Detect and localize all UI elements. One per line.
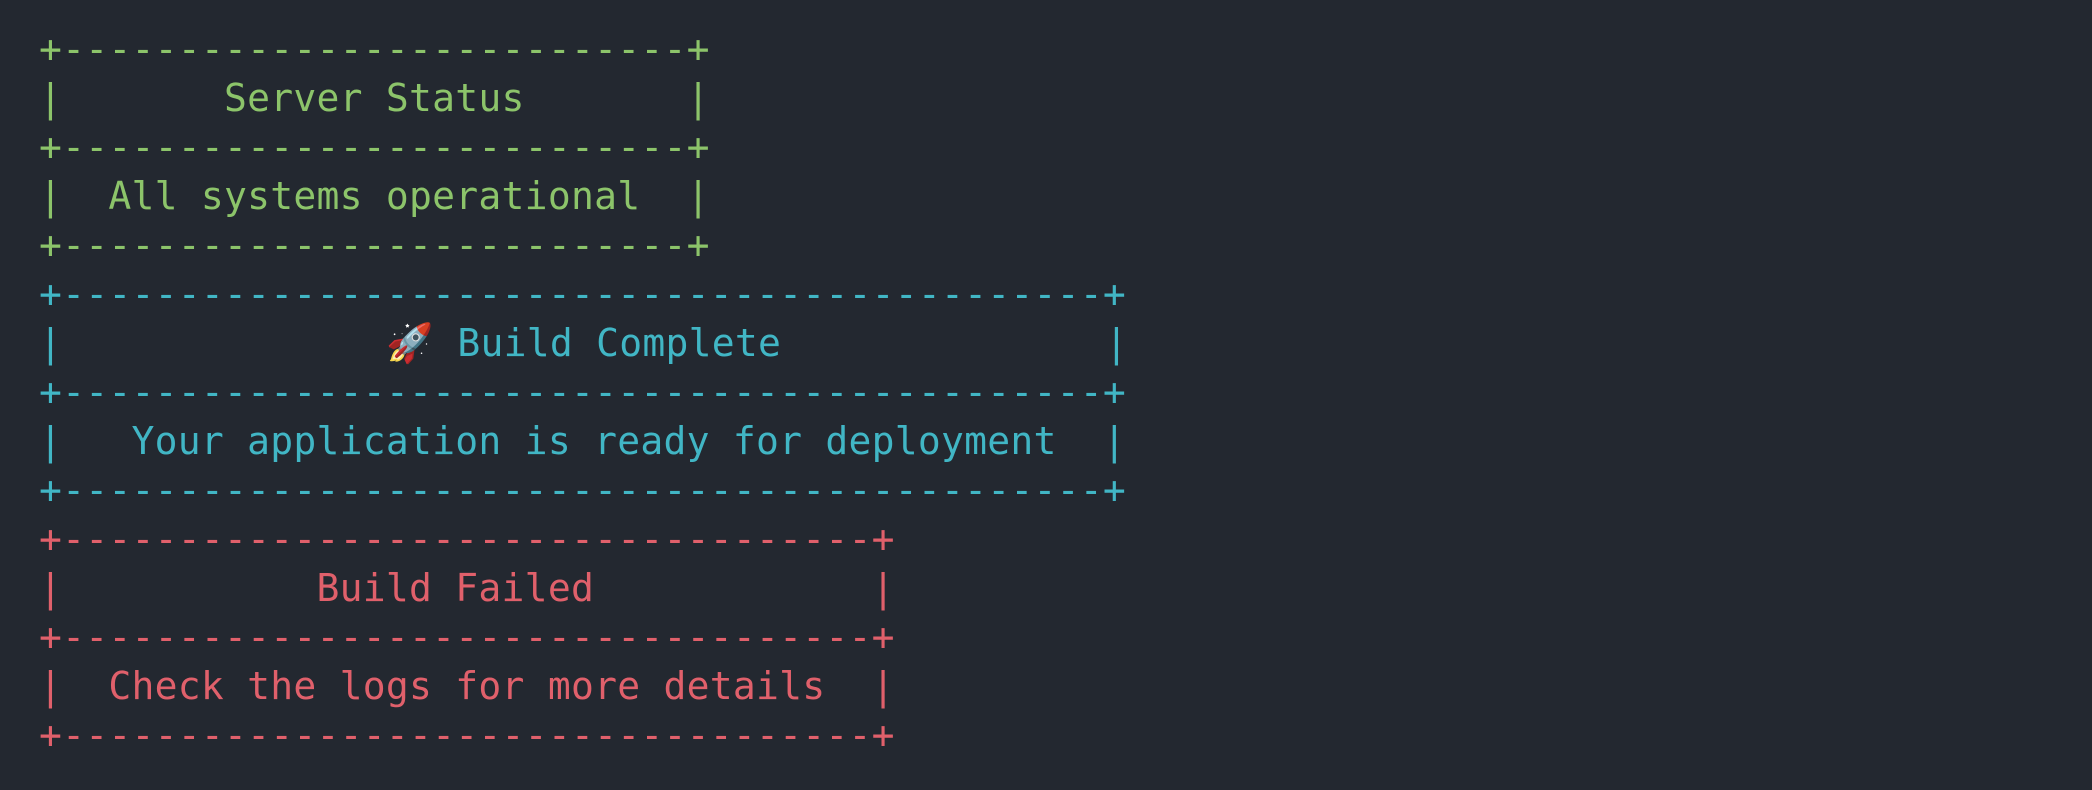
box-line: | Check the logs for more details | [39, 664, 895, 708]
box-line: +---------------------------------------… [39, 370, 1127, 414]
box-line: | 🚀 Build Complete | [39, 319, 1128, 368]
build-complete-box: +---------------------------------------… [39, 270, 1128, 515]
box-line: +---------------------------+ [39, 27, 710, 71]
box-line: | Build Failed | [39, 566, 895, 610]
box-line: | All systems operational | [39, 174, 710, 218]
box-line: +-----------------------------------+ [39, 517, 895, 561]
box-line: +---------------------------+ [39, 223, 710, 267]
build-failed-box: +-----------------------------------+ | B… [39, 515, 1128, 760]
server-status-box: +---------------------------+ | Server St… [39, 25, 1128, 270]
box-line: +---------------------------------------… [39, 272, 1127, 316]
terminal-output: +---------------------------+ | Server St… [39, 25, 1128, 760]
box-line: | Your application is ready for deployme… [39, 419, 1127, 463]
box-line: | Server Status | [39, 76, 710, 120]
box-line: +-----------------------------------+ [39, 713, 895, 757]
box-line: +---------------------------------------… [39, 468, 1127, 512]
box-line: +-----------------------------------+ [39, 615, 895, 659]
box-line: +---------------------------+ [39, 125, 710, 169]
rocket-emoji-icon: 🚀 [386, 321, 434, 365]
